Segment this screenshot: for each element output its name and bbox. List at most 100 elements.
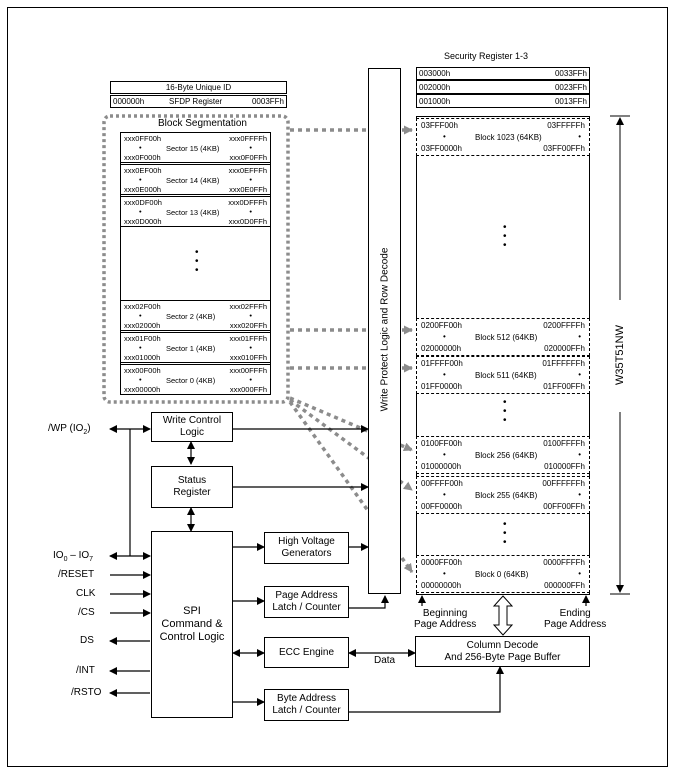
sector-start-low: xxx02000h [124, 321, 161, 330]
block-start-high: 03FFF00h [421, 121, 458, 130]
array-ellipsis: ••• [503, 397, 507, 426]
sector-end-high: xxx02FFFh [229, 302, 267, 311]
sector-start-high: xxx02F00h [124, 302, 161, 311]
sector-end-high: xxx0DFFFh [228, 198, 267, 207]
block-start-high: 0200FF00h [421, 321, 462, 330]
block-end-low: 03FF00FFh [543, 144, 585, 153]
sector-start-high: xxx0EF00h [124, 166, 162, 175]
sector-start-low: xxx0D000h [124, 217, 162, 226]
security-start: 001000h [419, 97, 451, 106]
block-end-low: 010000FFh [544, 462, 585, 471]
sector-label: Sector 13 (4KB) [166, 208, 220, 217]
security-register-row: 002000h 0023FFh [416, 80, 590, 94]
array-ellipsis: ••• [503, 222, 507, 251]
sector-end-low: xxx020FFh [229, 321, 267, 330]
security-register-row: 003000h 0033FFh [416, 67, 590, 80]
write-protect-logic: Write Protect Logic and Row Decode [368, 68, 401, 594]
sector-dot: • [249, 143, 252, 152]
block-start-high: 0000FF00h [421, 558, 462, 567]
security-start: 003000h [419, 69, 451, 78]
block-start-high: 01FFFF00h [421, 359, 463, 368]
sfdp-register-box: 000000h SFDP Register 0003FFh [110, 95, 287, 108]
part-number-bracket [610, 115, 630, 595]
block-label: Block 511 (64KB) [475, 371, 537, 380]
sfdp-end: 0003FFh [251, 97, 284, 106]
outer-frame [7, 7, 668, 767]
unique-id-label: 16-Byte Unique ID [165, 83, 232, 92]
sector-start-high: xxx00F00h [124, 366, 161, 375]
block-dot: • [578, 490, 581, 499]
sector-label: Sector 15 (4KB) [166, 144, 220, 153]
sector-dot: • [139, 343, 142, 352]
block-label: Block 255 (64KB) [475, 491, 538, 500]
sector-start-high: xxx01F00h [124, 334, 161, 343]
signal-lines [109, 425, 590, 713]
array-ellipsis: ••• [503, 519, 507, 548]
sector-start-high: xxx0DF00h [124, 198, 162, 207]
sector-end-low: xxx0F0FFh [229, 153, 267, 162]
sector-label: Sector 0 (4KB) [166, 376, 216, 385]
sector-end-low: xxx000FFh [229, 385, 267, 394]
block-end-low: 00FF00FFh [543, 502, 585, 511]
sfdp-label: SFDP Register [169, 97, 223, 106]
block-dot: • [578, 332, 581, 341]
sector-dot: • [249, 175, 252, 184]
data-label: Data [374, 655, 396, 666]
security-register-row: 001000h 0013FFh [416, 94, 590, 108]
sector-dot: • [139, 143, 142, 152]
sector-dot: • [139, 311, 142, 320]
sector-end-low: xxx010FFh [229, 353, 267, 362]
sector-start-low: xxx0F000h [124, 153, 161, 162]
block-label: Block 256 (64KB) [475, 451, 538, 460]
pin-ds: DS [80, 635, 94, 646]
block-start-low: 02000000h [421, 344, 462, 353]
sector-dot: • [139, 207, 142, 216]
security-end: 0013FFh [554, 97, 587, 106]
block-end-high: 0000FFFFh [543, 558, 585, 567]
block-dot: • [578, 450, 581, 459]
segmentation-frame [102, 114, 290, 404]
sector-dot: • [249, 343, 252, 352]
write-protect-label: Write Protect Logic and Row Decode [379, 247, 391, 412]
pin-clk: CLK [76, 588, 96, 599]
block-end-high: 03FFFFFh [547, 121, 585, 130]
sector-dot: • [249, 311, 252, 320]
sector-dot: • [249, 207, 252, 216]
pin-wp: /WP (IO2) [48, 423, 91, 437]
block-end-high: 0200FFFFh [543, 321, 585, 330]
segmentation-ellipsis: ••• [195, 247, 199, 276]
block-end-low: 01FF00FFh [543, 382, 585, 391]
sector-end-high: xxx0FFFFh [229, 134, 267, 143]
sector-end-high: xxx0EFFFh [228, 166, 267, 175]
sector-label: Sector 2 (4KB) [166, 312, 216, 321]
sector-end-high: xxx00FFFh [229, 366, 267, 375]
block-start-low: 00FF0000h [421, 502, 462, 511]
pin-int: /INT [76, 665, 95, 676]
sector-start-high: xxx0FF00h [124, 134, 162, 143]
unique-id-box: 16-Byte Unique ID [110, 81, 287, 94]
sector-end-low: xxx0E0FFh [229, 185, 267, 194]
sector-start-low: xxx00000h [124, 385, 161, 394]
sector-dot: • [249, 375, 252, 384]
sector-start-low: xxx0E000h [124, 185, 162, 194]
sector-end-low: xxx0D0FFh [228, 217, 267, 226]
block-start-high: 00FFFF00h [421, 479, 463, 488]
pin-cs: /CS [78, 607, 95, 618]
